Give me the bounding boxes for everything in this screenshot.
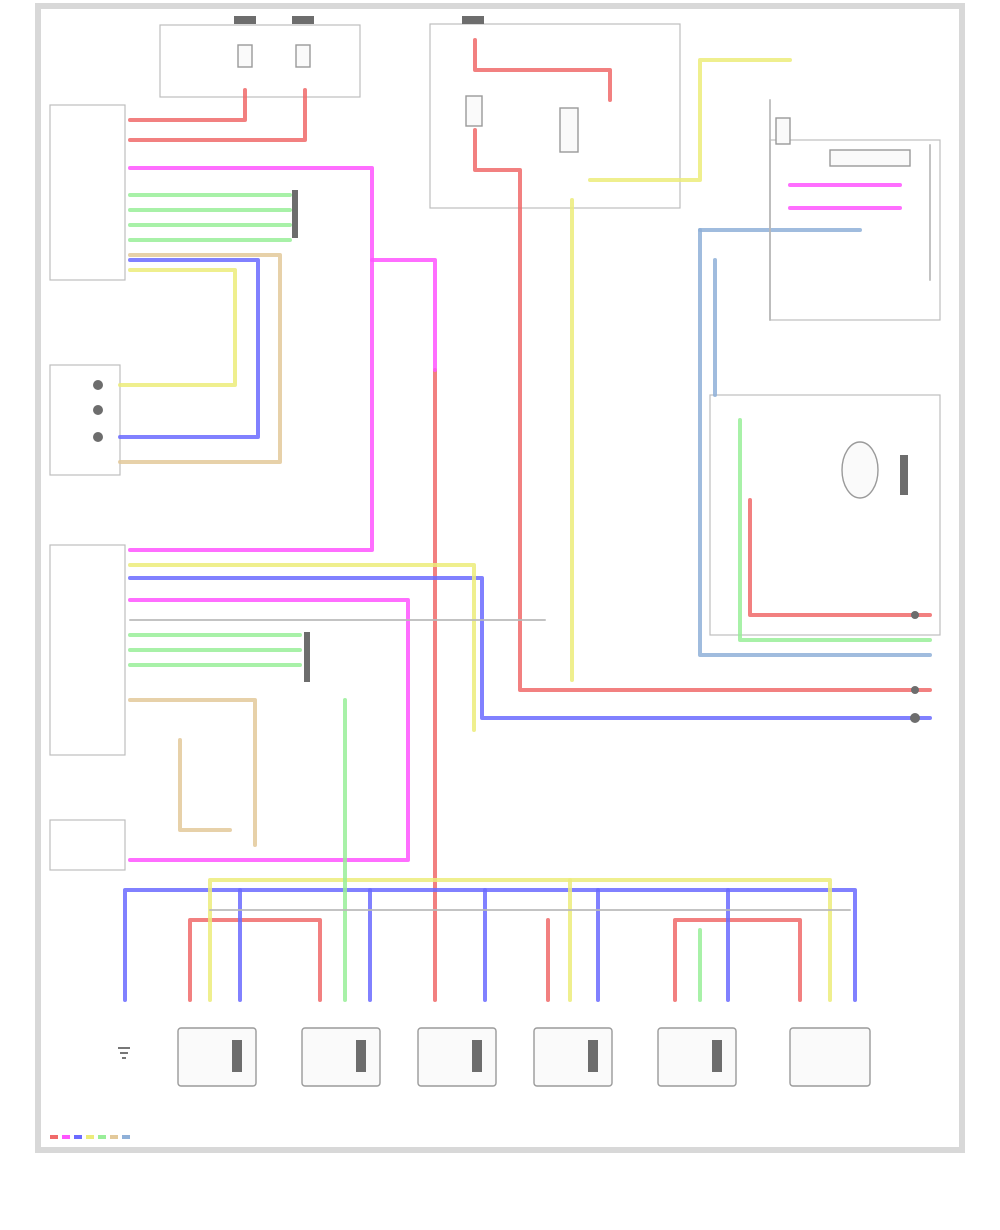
wire-blue	[118, 258, 260, 439]
wire-green	[128, 633, 302, 667]
wire-red	[128, 88, 307, 142]
wire-yellow	[588, 58, 792, 182]
wire-red	[473, 38, 612, 102]
wire-pink	[128, 598, 410, 862]
wire-red	[748, 498, 932, 617]
wire-tan	[178, 738, 232, 832]
tweeter-front	[417, 1027, 497, 1087]
diagram-frame	[35, 3, 965, 1153]
wire-tan	[128, 698, 257, 847]
door-speaker-rear-lh	[533, 1027, 613, 1087]
legend-swatch-tan	[110, 1135, 118, 1139]
ipdm	[429, 16, 681, 209]
wire-blue	[123, 888, 857, 1002]
wire-pink	[370, 258, 437, 372]
connector-stack-upper	[292, 190, 298, 238]
connector-stack-lower	[304, 632, 310, 682]
wire-red	[188, 918, 322, 1002]
wire-pink	[128, 166, 374, 552]
combination-meter	[709, 394, 941, 636]
wire-green	[738, 418, 932, 642]
wire-tan	[118, 253, 282, 464]
wire-gray	[769, 99, 931, 321]
door-speaker-front-lh	[177, 1027, 257, 1087]
fuse-block	[159, 16, 361, 98]
legend-swatch-blue	[74, 1135, 82, 1139]
wire-red	[128, 88, 247, 122]
wire-yellow	[118, 268, 237, 387]
wire-green	[128, 193, 292, 242]
door-speaker-front-rh	[301, 1027, 381, 1087]
legend-swatch-teal	[122, 1135, 130, 1139]
audio-unit	[49, 819, 126, 871]
wire-yellow	[128, 563, 476, 732]
wire-blue	[238, 888, 730, 1002]
right-terminals	[910, 611, 920, 723]
wire-blue	[128, 576, 932, 720]
ground	[118, 1047, 130, 1059]
wire-legend	[50, 1135, 130, 1139]
legend-swatch-green	[98, 1135, 106, 1139]
wire-yellow	[208, 878, 832, 1002]
unified-meter-control-unit	[49, 544, 126, 756]
relay	[769, 117, 941, 321]
antenna-amp	[789, 1027, 871, 1087]
wire-teal	[698, 228, 932, 657]
door-speaker-rear-rh	[657, 1027, 737, 1087]
wire-red	[473, 128, 932, 692]
legend-swatch-pink	[62, 1135, 70, 1139]
wire-red	[673, 918, 802, 1002]
steering-switch	[49, 104, 126, 476]
legend-swatch-red	[50, 1135, 58, 1139]
legend-swatch-yellow	[86, 1135, 94, 1139]
wires	[118, 38, 932, 1002]
